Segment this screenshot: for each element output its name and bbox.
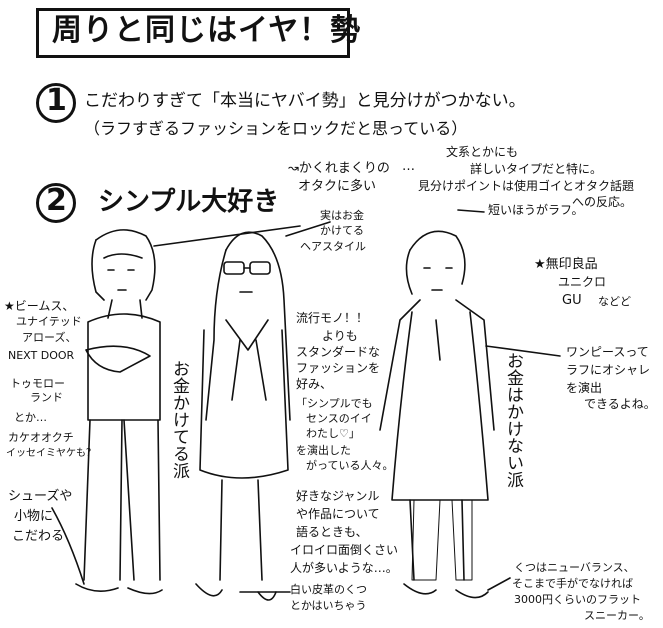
note-hair-3: ヘアスタイル xyxy=(300,240,366,253)
shoes-left-1: シューズや xyxy=(8,489,73,504)
brands-left-3: アローズ、 xyxy=(22,331,77,344)
brands-left-5: トゥモロー xyxy=(10,377,65,390)
brands-right-4: などど xyxy=(598,295,631,308)
brands-left-8: カケオオクチ xyxy=(8,431,74,444)
trend-10: がっている人々。 xyxy=(306,459,394,472)
brands-right-3: GU xyxy=(562,293,582,308)
note-bunkei-4: への反応。 xyxy=(572,195,633,209)
trend-5: 好み、 xyxy=(296,377,333,391)
brands-left-7: とか… xyxy=(14,411,47,424)
brands-right-1: ★無印良品 xyxy=(534,257,598,272)
onepiece-4: できるよね。 xyxy=(584,397,656,411)
newbalance-2: そこまで手がでなければ xyxy=(512,577,633,590)
note-bunkei-2: 詳しいタイプだと特に。 xyxy=(470,162,603,176)
trend-4: ファッションを xyxy=(296,361,381,375)
genre-1: 好きなジャンル xyxy=(296,489,380,503)
onepiece-2: ラフにオシャレ xyxy=(566,363,651,377)
title-frame xyxy=(36,8,350,58)
trend-6: 「シンプルでも xyxy=(296,397,373,410)
section-2-circle xyxy=(36,183,76,223)
trend-7: センスのイイ xyxy=(306,412,372,425)
newbalance-1: くつはニューバランス、 xyxy=(514,561,635,574)
trend-8: わたし♡」 xyxy=(306,427,360,440)
left-figure xyxy=(75,229,163,595)
genre-3: 語るときも、 xyxy=(296,525,368,539)
trend-1: 流行モノ！！ xyxy=(296,311,369,325)
shoes-left-2: 小物に xyxy=(14,509,54,524)
section-2-number: 2 xyxy=(46,183,67,218)
note-short-hair: 短いほうがラフ。 xyxy=(488,203,584,217)
note-bunkei-3: 見分けポイントは使用ゴイとオタク話題 xyxy=(418,179,635,193)
genre-2: や作品について xyxy=(296,507,380,521)
newbalance-3: 3000円くらいのフラット xyxy=(514,593,641,606)
shoes-left-3: こだわる xyxy=(12,529,65,544)
section-1-circle xyxy=(36,83,76,123)
note-bunkei-1: 文系とかにも xyxy=(446,145,519,159)
genre-4: イロイロ面倒くさい xyxy=(290,543,399,557)
trend-2: よりも xyxy=(322,329,358,343)
trend-3: スタンダードな xyxy=(296,345,381,359)
newbalance-4: スニーカー。 xyxy=(584,609,650,622)
note-hair-2: かけてる xyxy=(320,224,364,237)
brands-left-6: ランド xyxy=(30,391,63,404)
note-hair-1: 実はお金 xyxy=(320,209,364,222)
leather-1: 白い皮革のくつ xyxy=(290,583,367,596)
brands-right-2: ユニクロ xyxy=(558,275,607,289)
leather-2: とかはいちゃう xyxy=(290,599,367,612)
brands-left-4: NEXT DOOR xyxy=(8,349,75,362)
money-right-vertical: お金はかけない派 xyxy=(503,352,523,488)
page-title: 周りと同じはイヤ！勢 xyxy=(52,13,362,48)
section-2-heading: シンプル大好き xyxy=(98,187,280,217)
brands-left-1: ★ビームス、 xyxy=(4,299,75,313)
money-left-vertical: お金かけてる派 xyxy=(169,360,189,479)
brands-left-2: ユナイテッド xyxy=(16,315,82,328)
note-otaku-ellipsis: … xyxy=(402,159,415,174)
genre-5: 人が多いような…。 xyxy=(290,561,398,575)
section-1-line2: （ラフすぎるファッションをロックだと思っている） xyxy=(84,119,468,138)
trend-9: を演出した xyxy=(296,444,351,457)
note-otaku-2: オタクに多い xyxy=(298,179,377,194)
section-1-line1: こだわりすぎて「本当にヤバイ勢」と見分けがつかない。 xyxy=(84,91,526,111)
onepiece-1: ワンピースって xyxy=(566,345,649,359)
onepiece-3: を演出 xyxy=(566,381,603,395)
pointer-shoes-left xyxy=(51,507,85,585)
brands-left-9: イッセイミヤケも？ xyxy=(6,448,96,459)
right-figure xyxy=(379,209,561,599)
middle-figure xyxy=(153,221,331,601)
section-1-number: 1 xyxy=(46,83,67,118)
note-otaku-1: ↝かくれまくりの xyxy=(288,161,390,176)
